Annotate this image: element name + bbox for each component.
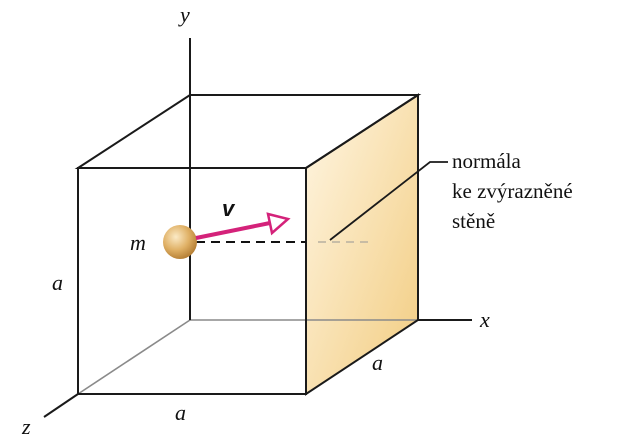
callout-line-1: normála — [452, 149, 521, 173]
callout-line-3: stěně — [452, 209, 495, 233]
callout-line-2: ke zvýrazněné — [452, 179, 573, 203]
right-face-outline — [305, 93, 419, 396]
z-axis — [43, 393, 79, 418]
mass-label: m — [130, 230, 146, 255]
y-axis-label: y — [178, 2, 190, 27]
mass-ball — [163, 225, 197, 259]
edge-label-depth: a — [372, 350, 383, 375]
x-axis-label: x — [479, 307, 490, 332]
edge-label-bottom: a — [175, 400, 186, 425]
velocity-arrow-head — [266, 212, 291, 236]
edge-label-left: a — [52, 270, 63, 295]
velocity-label: v — [222, 196, 236, 221]
z-axis-label: z — [21, 414, 31, 438]
highlighted-face — [306, 95, 418, 394]
velocity-arrow-shaft — [195, 221, 271, 240]
callout-leader — [329, 161, 448, 241]
front-face-outline — [77, 167, 307, 395]
back-left-bottom-edge — [77, 319, 191, 395]
